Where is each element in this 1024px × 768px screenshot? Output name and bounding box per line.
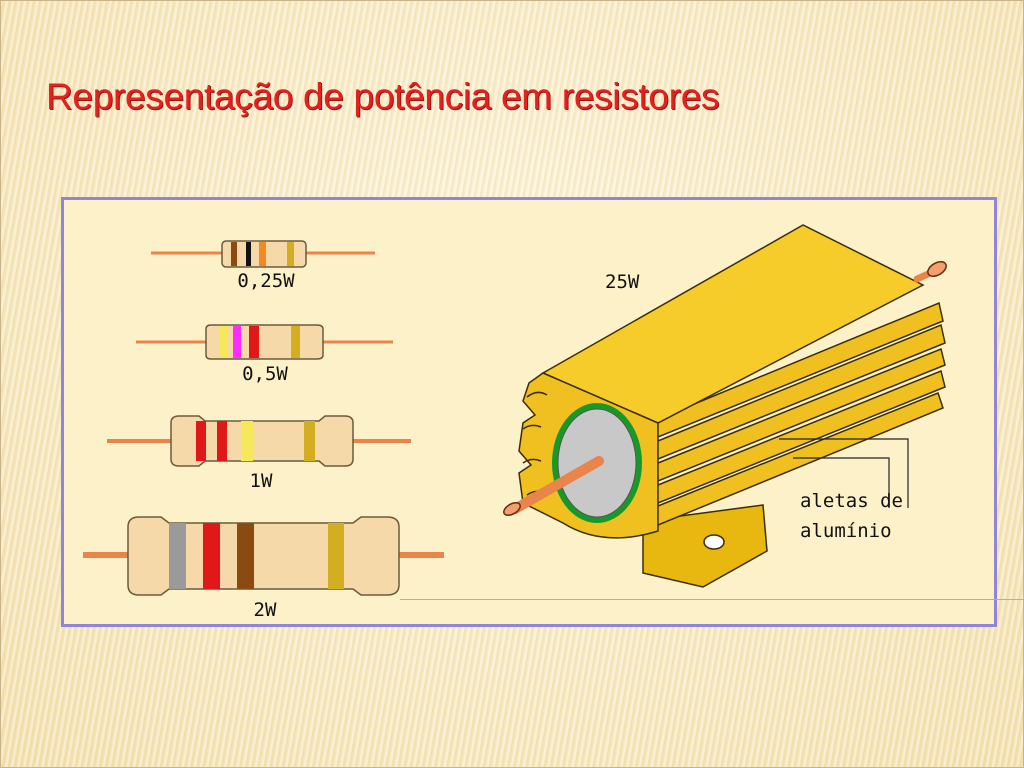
accent-line xyxy=(400,599,1024,600)
resistor-half-watt xyxy=(136,324,393,360)
fin-slot xyxy=(522,458,542,464)
power-resistor-label: 25W xyxy=(605,271,640,293)
resistor-label: 2W xyxy=(254,599,277,621)
mounting-hole xyxy=(703,534,725,550)
color-band xyxy=(233,326,241,358)
color-band xyxy=(241,421,253,461)
fin-slot xyxy=(522,424,542,430)
color-band xyxy=(249,326,259,358)
color-band xyxy=(231,242,237,266)
resistor-label: 1W xyxy=(250,470,273,492)
color-band xyxy=(219,326,227,358)
power-resistor-25w xyxy=(503,224,947,588)
color-band xyxy=(287,242,294,266)
color-band xyxy=(217,421,227,461)
color-band xyxy=(304,421,315,461)
slide-title: Representação de potência em resistores xyxy=(46,76,720,117)
color-band xyxy=(246,242,251,266)
pointer-line xyxy=(793,457,890,508)
lead-terminal xyxy=(927,261,947,277)
color-band xyxy=(169,523,186,589)
fins-label-line1: aletas de xyxy=(800,490,903,512)
color-band xyxy=(237,523,254,589)
pointer-line xyxy=(779,438,909,508)
color-band xyxy=(259,242,266,266)
figure-box: 0,25W 0,5W 1W xyxy=(61,197,997,627)
fins-label-line2: alumínio xyxy=(800,520,892,542)
color-band xyxy=(291,326,300,358)
resistor-body xyxy=(127,516,400,596)
resistor-diagram: 0,25W 0,5W 1W xyxy=(83,224,947,621)
resistor-two-watt xyxy=(83,516,444,596)
lead-wire xyxy=(510,456,604,514)
lead-terminal xyxy=(503,502,521,516)
resistor-quarter-watt xyxy=(151,240,375,268)
fin-slot xyxy=(526,391,548,398)
color-band xyxy=(196,421,206,461)
resistor-one-watt xyxy=(107,415,411,467)
resistor-label: 0,5W xyxy=(242,363,288,385)
color-band xyxy=(203,523,220,589)
color-band xyxy=(328,523,344,589)
resistor-label: 0,25W xyxy=(237,270,295,292)
